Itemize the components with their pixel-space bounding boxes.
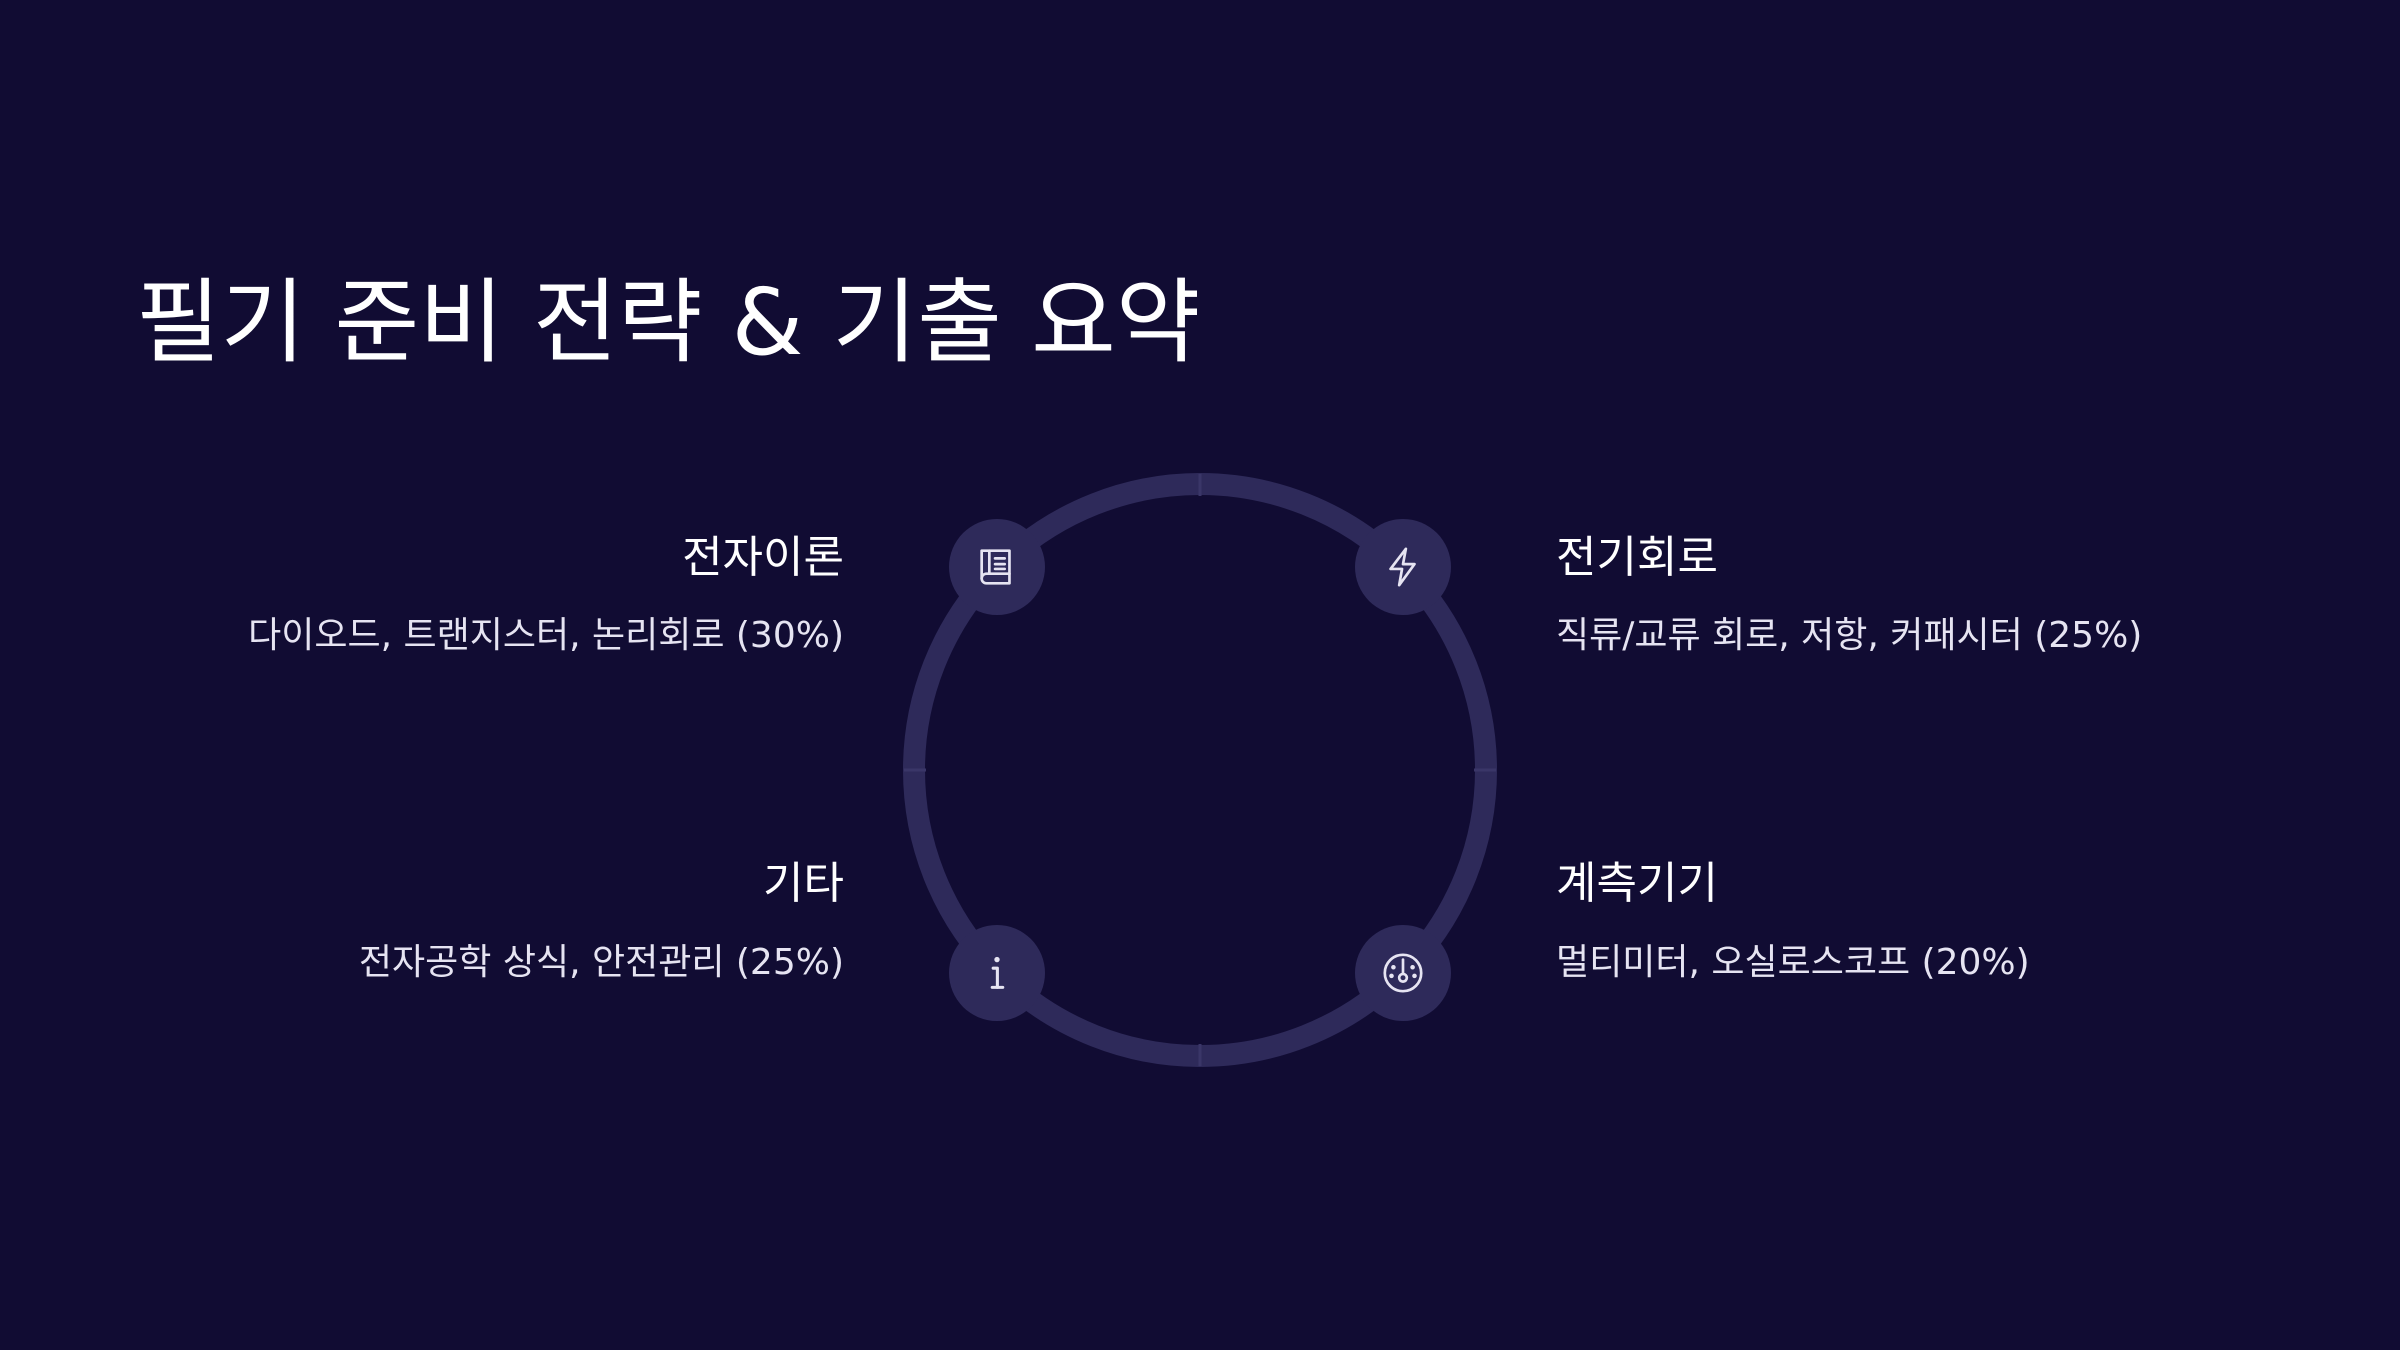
item-desc-others: 전자공학 상식, 안전관리 (25%) [358, 942, 844, 983]
node-electronics-theory [949, 519, 1045, 615]
item-title-measuring-instruments: 계측기기 [1556, 858, 1718, 909]
node-electric-circuit [1355, 519, 1451, 615]
item-title-electronics-theory: 전자이론 [682, 532, 844, 583]
lightning-icon [1389, 547, 1416, 587]
item-desc-measuring-instruments: 멀티미터, 오실로스코프 (20%) [1556, 942, 2030, 983]
item-desc-electric-circuit: 직류/교류 회로, 저항, 커패시터 (25%) [1556, 615, 2143, 656]
book-icon [980, 549, 1011, 585]
item-desc-electronics-theory: 다이오드, 트랜지스터, 논리회로 (30%) [248, 615, 844, 656]
item-title-others: 기타 [763, 858, 844, 909]
slide-title: 필기 준비 전략 & 기출 요약 [136, 269, 1201, 376]
node-others [949, 925, 1045, 1021]
gauge-icon [1383, 953, 1423, 993]
info-icon [990, 956, 1005, 989]
item-title-electric-circuit: 전기회로 [1556, 532, 1718, 583]
node-measuring-instruments [1355, 925, 1451, 1021]
